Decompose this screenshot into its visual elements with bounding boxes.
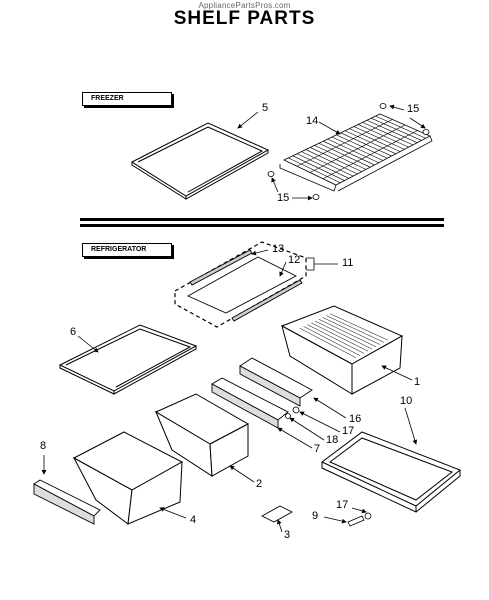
- part-3-clip: [261, 505, 293, 523]
- drawer-rib: [311, 322, 369, 352]
- callout-17-lower: 17: [336, 499, 349, 511]
- section-divider-lower: [80, 224, 444, 227]
- callout-10: 10: [400, 395, 413, 407]
- drawer-rib: [303, 326, 361, 356]
- part-1-deli-drawer: [280, 305, 404, 395]
- part-13-shelf-glass: [186, 249, 303, 322]
- leader-15b-2: [271, 177, 279, 193]
- leader-6: [77, 335, 99, 353]
- callout-15-bottom: 15: [277, 192, 290, 204]
- drawer-rib: [318, 318, 377, 348]
- leader-4: [159, 507, 187, 519]
- drawer-rib: [330, 313, 389, 341]
- drawer-rib: [322, 317, 381, 345]
- leader-12: [279, 261, 287, 277]
- part-2-small-crisper-drawer: [154, 393, 250, 477]
- callout-13: 13: [272, 243, 285, 255]
- part-9-screw: [347, 512, 372, 527]
- part-4-large-crisper-drawer: [72, 431, 184, 525]
- leader-16: [313, 397, 347, 419]
- part-7-slide-rail: [211, 377, 289, 429]
- callout-1: 1: [414, 376, 421, 388]
- leader-18: [289, 417, 325, 441]
- callout-12: 12: [288, 254, 301, 266]
- part-14-freezer-wire-shelf: [279, 113, 433, 192]
- callout-5: 5: [262, 102, 269, 114]
- callout-6: 6: [70, 326, 77, 338]
- callout-15-top: 15: [407, 103, 420, 115]
- callout-11: 11: [342, 257, 354, 269]
- leader-2: [229, 465, 255, 483]
- freezer-section-label: FREEZER: [82, 92, 172, 106]
- leader-14: [318, 121, 341, 135]
- callout-7: 7: [314, 443, 321, 455]
- callout-3: 3: [284, 529, 291, 541]
- drawer-rib: [326, 315, 385, 343]
- callout-16: 16: [349, 413, 362, 425]
- wire-cross-rod: [296, 119, 393, 167]
- part-5-freezer-glass-shelf: [130, 122, 270, 200]
- leader-13: [251, 249, 269, 256]
- part-11-shelf-kit-outline: [174, 241, 307, 328]
- drawer-rib: [307, 324, 365, 354]
- refrigerator-section-label: REFRIGERATOR: [82, 243, 172, 257]
- leader-15a-2: [409, 117, 426, 129]
- callout-9: 9: [312, 510, 319, 522]
- callout-14: 14: [306, 115, 319, 127]
- leader-17a: [299, 411, 341, 433]
- part-16-slide-rail: [239, 357, 313, 407]
- leader-15a: [389, 104, 405, 111]
- callout-4: 4: [190, 514, 197, 526]
- callout-18: 18: [326, 434, 339, 446]
- part-17-18-fasteners: [285, 406, 300, 419]
- leader-5: [237, 111, 259, 129]
- page-title: SHELF PARTS: [173, 8, 316, 29]
- leader-3: [276, 519, 283, 533]
- drawer-rib: [299, 327, 357, 359]
- leader-7: [277, 427, 313, 449]
- wire-cross-rod: [309, 124, 406, 173]
- part-15-screws: [267, 103, 430, 200]
- wire-shelf-grid: [288, 115, 426, 184]
- leader-17b: [351, 507, 367, 514]
- wire-cross-rod: [322, 130, 418, 180]
- drawer-rib: [314, 320, 373, 350]
- callout-8: 8: [40, 440, 47, 452]
- part-8-drawer-rail: [33, 479, 101, 525]
- watermark: AppliancePartsPros.com: [198, 1, 291, 10]
- leader-10: [404, 407, 418, 445]
- leader-9: [323, 516, 347, 524]
- part-6-refrigerator-glass-shelf: [58, 324, 198, 395]
- callout-2: 2: [256, 478, 263, 490]
- callout-17-upper: 17: [342, 425, 355, 437]
- section-divider-upper: [80, 218, 444, 221]
- leader-1: [381, 365, 413, 381]
- part-10-crisper-cover: [321, 431, 461, 513]
- bracket-11: [306, 257, 315, 271]
- deli-drawer-ribs: [299, 313, 389, 359]
